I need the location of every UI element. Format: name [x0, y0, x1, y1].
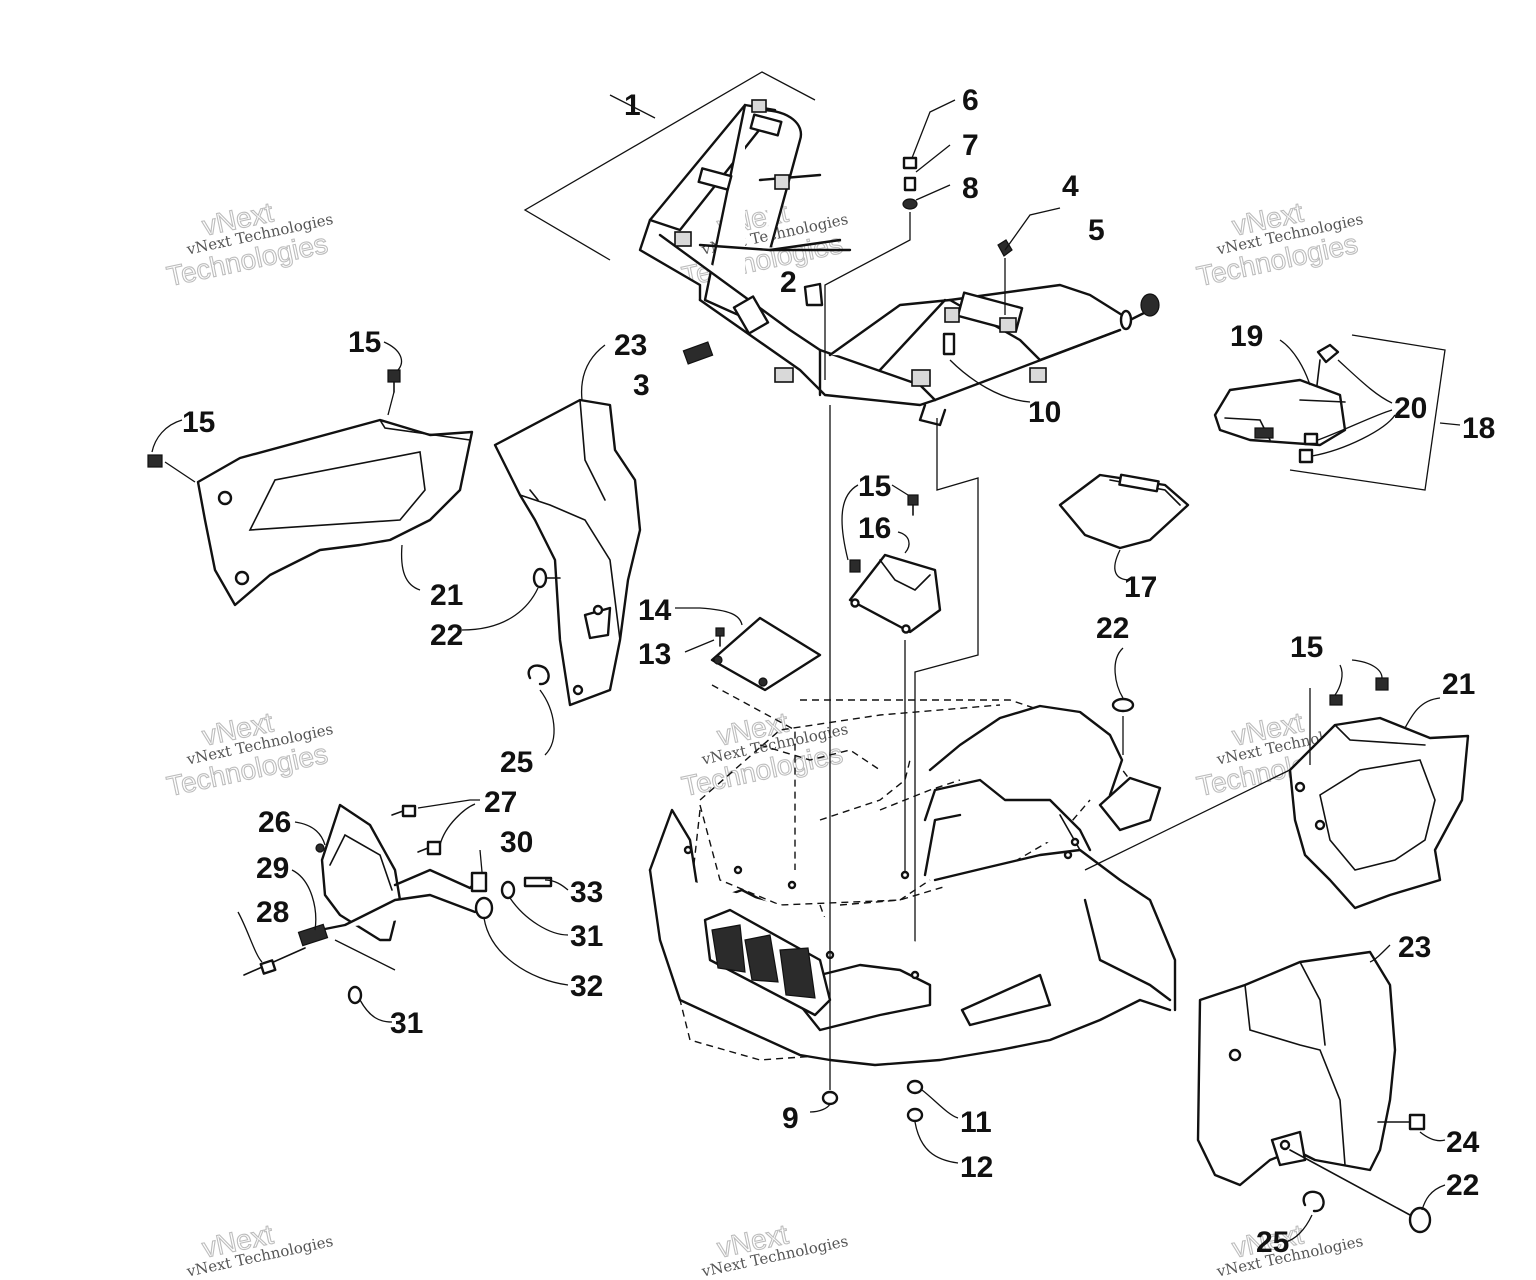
callout-24: 24 — [1446, 1126, 1480, 1159]
watermark-bottom-left: vNext vNext Technologies — [184, 1218, 334, 1280]
callout-31-bottom: 31 — [390, 1007, 423, 1040]
callout-21-left: 21 — [430, 579, 463, 612]
spring-3 — [682, 341, 714, 365]
callout-18: 18 — [1462, 412, 1495, 445]
callout-22-right: 22 — [1446, 1169, 1479, 1202]
clip-25-left — [527, 664, 555, 756]
screw-22-right — [1289, 1149, 1446, 1234]
callout-19: 19 — [1230, 320, 1263, 353]
callout-15-left: 15 — [182, 406, 215, 439]
callout-23-left: 23 — [614, 329, 647, 362]
washer-12 — [906, 1107, 959, 1164]
watermark-mid-left: vNext vNext Technologies Technologies — [164, 706, 335, 803]
push-rivet-15-left — [147, 341, 403, 483]
callout-22-left: 22 — [430, 619, 463, 652]
callout-25-left: 25 — [500, 746, 533, 779]
bolt-24 — [1377, 1113, 1446, 1142]
washer-9 — [809, 1090, 839, 1113]
front-rack — [523, 71, 1152, 427]
callout-labels: 1 2 3 4 5 6 7 8 9 10 11 12 13 14 15 15 1… — [182, 84, 1495, 1259]
right-side-panel-21 — [1288, 659, 1470, 910]
front-grille — [711, 924, 816, 999]
screw-22-middle — [1111, 647, 1135, 713]
watermark-top-left: vNext vNext Technologies Technologies — [164, 196, 335, 293]
callout-25-right: 25 — [1256, 1226, 1289, 1259]
washer-11 — [906, 1079, 959, 1119]
callout-30: 30 — [500, 826, 533, 859]
callout-9: 9 — [782, 1102, 799, 1135]
callout-7: 7 — [962, 129, 979, 162]
callout-29: 29 — [256, 852, 289, 885]
callout-15-center: 15 — [858, 470, 891, 503]
clip-25-right — [1284, 1190, 1325, 1243]
callout-6: 6 — [962, 84, 979, 117]
left-inner-fender-23 — [493, 344, 642, 707]
callout-3: 3 — [633, 369, 650, 402]
bolt-10 — [942, 332, 1031, 403]
callout-15-right: 15 — [1290, 631, 1323, 664]
callout-26: 26 — [258, 806, 291, 839]
callout-1: 1 — [624, 89, 641, 122]
callout-20: 20 — [1394, 392, 1427, 425]
watermark-bottom-center: vNext vNext Technologies — [699, 1218, 849, 1280]
front-body — [648, 405, 1301, 1090]
callout-28: 28 — [256, 896, 289, 929]
watermark-layer: vNext vNext Technologies Technologies vN… — [164, 196, 1365, 1280]
pad-16 — [841, 418, 979, 980]
left-side-panel-21 — [196, 418, 474, 607]
mud-flap-assembly — [237, 799, 569, 1023]
callout-10: 10 — [1028, 396, 1061, 429]
pad-14 — [675, 607, 822, 870]
storage-box-assembly — [1213, 334, 1461, 491]
callout-2: 2 — [780, 266, 797, 299]
watermark-top-right: vNext vNext Technologies Technologies — [1194, 196, 1365, 293]
callout-27: 27 — [484, 786, 517, 819]
bolt-6-spacer-7-washer-8 — [824, 99, 956, 380]
callout-16: 16 — [858, 512, 891, 545]
callout-4: 4 — [1062, 170, 1079, 203]
callout-12: 12 — [960, 1151, 993, 1184]
callout-22-middle: 22 — [1096, 612, 1129, 645]
end-cap-5 — [1119, 293, 1160, 331]
callout-31-right: 31 — [570, 920, 603, 953]
pad-17 — [1058, 473, 1190, 581]
callout-15-left-top: 15 — [348, 326, 381, 359]
callout-17: 17 — [1124, 571, 1157, 604]
callout-11: 11 — [960, 1106, 992, 1139]
right-inner-fender-23 — [1196, 944, 1397, 1187]
watermark-mid-center: vNext vNext Technologies Technologies — [679, 706, 850, 803]
screw-22-left — [461, 567, 561, 631]
callout-5: 5 — [1088, 214, 1105, 247]
callout-14: 14 — [638, 594, 672, 627]
callout-21-right: 21 — [1442, 668, 1475, 701]
callout-13: 13 — [638, 638, 671, 671]
decal-2 — [803, 282, 824, 307]
callout-32: 32 — [570, 970, 603, 1003]
callout-33: 33 — [570, 876, 603, 909]
callout-8: 8 — [962, 172, 979, 205]
callout-23-right: 23 — [1398, 931, 1431, 964]
clip-4 — [997, 239, 1013, 257]
